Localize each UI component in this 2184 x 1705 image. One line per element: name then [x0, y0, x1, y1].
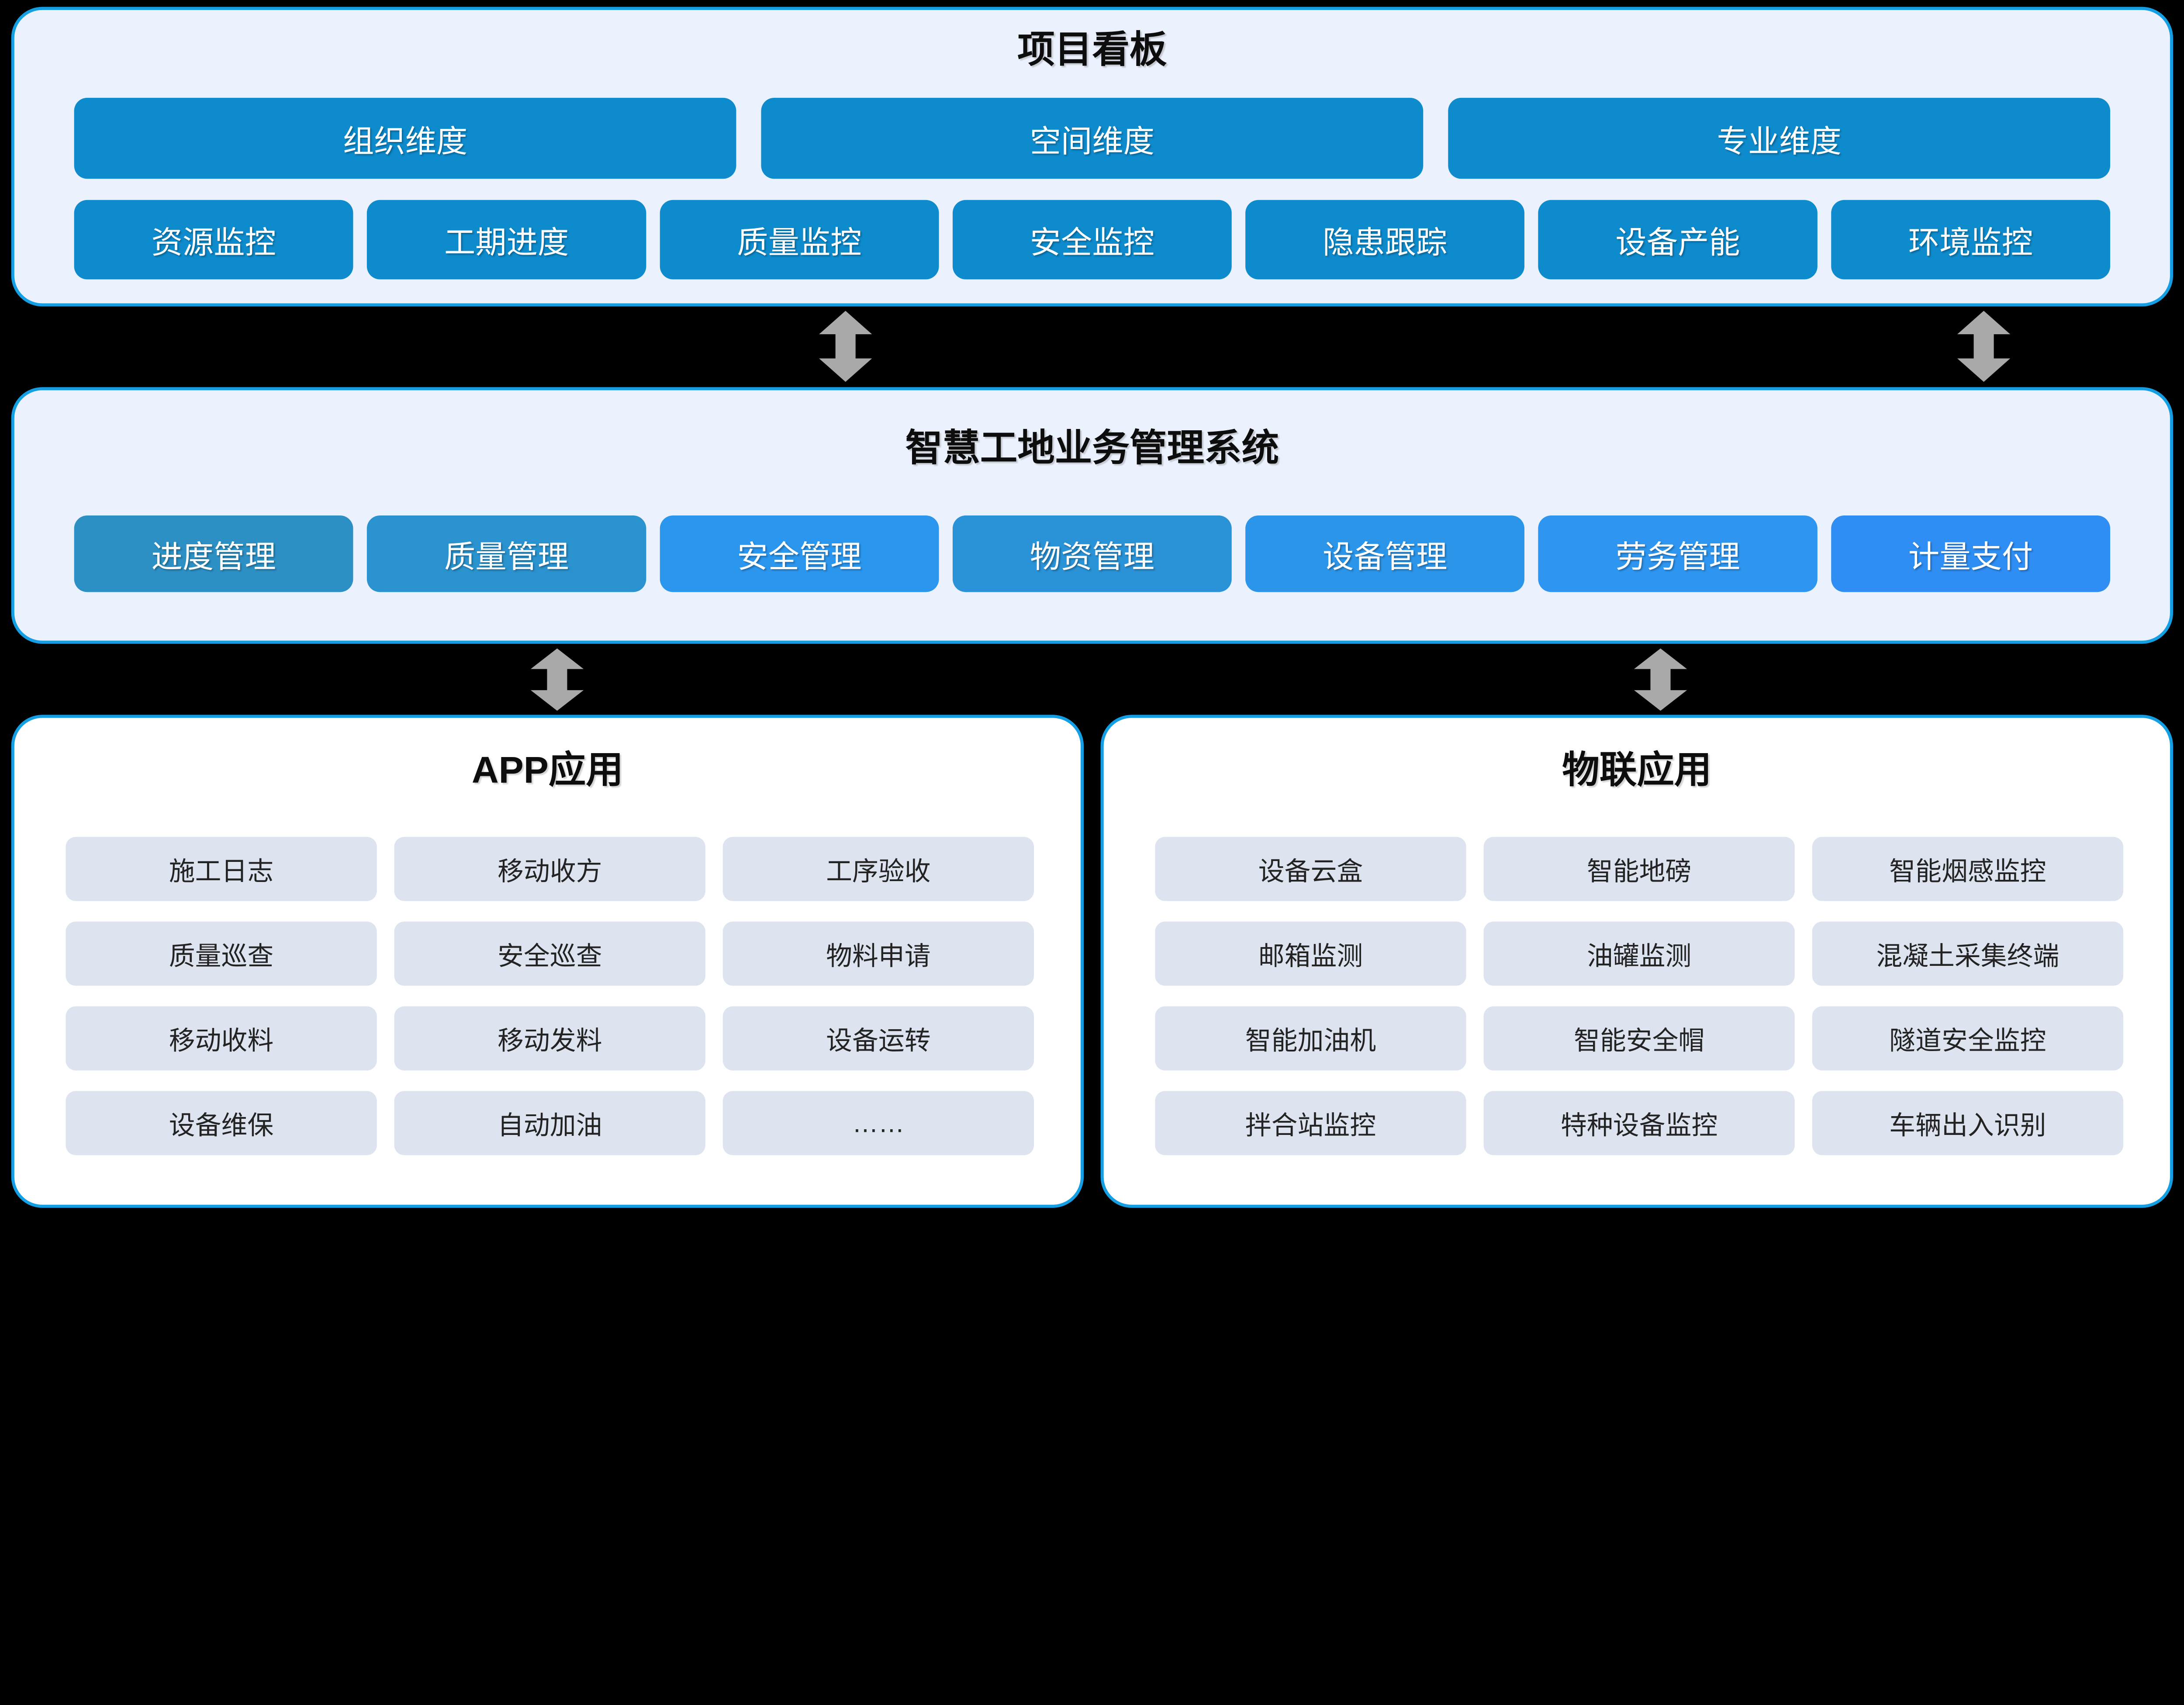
iot-item-button[interactable]: 邮箱监测 — [1155, 921, 1466, 986]
system-module-row: 进度管理质量管理安全管理物资管理设备管理劳务管理计量支付 — [74, 515, 2111, 592]
monitor-button[interactable]: 质量监控 — [660, 200, 939, 280]
dimension-button-row: 组织维度空间维度专业维度 — [74, 97, 2111, 179]
iot-item-button[interactable]: 拌合站监控 — [1155, 1091, 1466, 1155]
app-item-button[interactable]: 物料申请 — [722, 921, 1034, 986]
monitor-button[interactable]: 安全监控 — [952, 200, 1232, 280]
app-item-button[interactable]: 施工日志 — [66, 837, 377, 901]
iot-item-button[interactable]: 智能安全帽 — [1483, 1006, 1795, 1071]
monitor-button[interactable]: 工期进度 — [367, 200, 646, 280]
app-item-button[interactable]: 移动收方 — [394, 837, 705, 901]
app-item-button[interactable]: 设备维保 — [66, 1091, 377, 1155]
dimension-button[interactable]: 专业维度 — [1448, 97, 2111, 179]
app-item-button[interactable]: 移动发料 — [394, 1006, 705, 1071]
system-module-button[interactable]: 进度管理 — [74, 515, 353, 592]
app-item-button[interactable]: 自动加油 — [394, 1091, 705, 1155]
iot-item-button[interactable]: 设备云盒 — [1155, 837, 1466, 901]
dimension-button[interactable]: 空间维度 — [761, 97, 1424, 179]
double-arrow-icon — [1634, 648, 1687, 711]
project-dashboard-panel: 项目看板 组织维度空间维度专业维度 资源监控工期进度质量监控安全监控隐患跟踪设备… — [11, 7, 2174, 307]
iot-applications-grid: 设备云盒智能地磅智能烟感监控邮箱监测油罐监测混凝土采集终端智能加油机智能安全帽隧… — [1155, 837, 2123, 1155]
system-module-button[interactable]: 设备管理 — [1245, 515, 1525, 592]
app-item-button[interactable]: 安全巡查 — [394, 921, 705, 986]
monitor-button-row: 资源监控工期进度质量监控安全监控隐患跟踪设备产能环境监控 — [74, 200, 2111, 280]
smart-site-architecture-diagram: 项目看板 组织维度空间维度专业维度 资源监控工期进度质量监控安全监控隐患跟踪设备… — [11, 7, 2174, 1208]
project-dashboard-title: 项目看板 — [1017, 28, 1167, 71]
monitor-button[interactable]: 资源监控 — [74, 200, 353, 280]
double-arrow-icon — [819, 311, 872, 382]
app-item-button[interactable]: 设备运转 — [722, 1006, 1034, 1071]
app-item-button[interactable]: 工序验收 — [722, 837, 1034, 901]
iot-item-button[interactable]: 油罐监测 — [1483, 921, 1795, 986]
system-module-button[interactable]: 安全管理 — [660, 515, 939, 592]
iot-item-button[interactable]: 智能烟感监控 — [1812, 837, 2123, 901]
iot-applications-panel: 物联应用 设备云盒智能地磅智能烟感监控邮箱监测油罐监测混凝土采集终端智能加油机智… — [1100, 715, 2174, 1208]
dimension-button[interactable]: 组织维度 — [74, 97, 736, 179]
app-applications-title: APP应用 — [471, 749, 623, 791]
app-item-button[interactable]: …… — [722, 1091, 1034, 1155]
business-system-title: 智慧工地业务管理系统 — [905, 427, 1279, 469]
app-item-button[interactable]: 质量巡查 — [66, 921, 377, 986]
iot-item-button[interactable]: 混凝土采集终端 — [1812, 921, 2123, 986]
double-arrow-icon — [1957, 311, 2011, 382]
iot-item-button[interactable]: 智能地磅 — [1483, 837, 1795, 901]
app-applications-panel: APP应用 施工日志移动收方工序验收质量巡查安全巡查物料申请移动收料移动发料设备… — [11, 715, 1084, 1208]
app-applications-grid: 施工日志移动收方工序验收质量巡查安全巡查物料申请移动收料移动发料设备运转设备维保… — [66, 837, 1034, 1155]
double-arrow-icon — [530, 648, 584, 711]
monitor-button[interactable]: 隐患跟踪 — [1245, 200, 1525, 280]
system-module-button[interactable]: 物资管理 — [952, 515, 1232, 592]
iot-applications-title: 物联应用 — [1562, 749, 1712, 791]
system-module-button[interactable]: 质量管理 — [367, 515, 646, 592]
iot-item-button[interactable]: 智能加油机 — [1155, 1006, 1466, 1071]
iot-item-button[interactable]: 隧道安全监控 — [1812, 1006, 2123, 1071]
monitor-button[interactable]: 设备产能 — [1538, 200, 1818, 280]
iot-item-button[interactable]: 特种设备监控 — [1483, 1091, 1795, 1155]
app-item-button[interactable]: 移动收料 — [66, 1006, 377, 1071]
iot-item-button[interactable]: 车辆出入识别 — [1812, 1091, 2123, 1155]
monitor-button[interactable]: 环境监控 — [1831, 200, 2111, 280]
system-module-button[interactable]: 计量支付 — [1831, 515, 2111, 592]
system-module-button[interactable]: 劳务管理 — [1538, 515, 1818, 592]
business-system-panel: 智慧工地业务管理系统 进度管理质量管理安全管理物资管理设备管理劳务管理计量支付 — [11, 387, 2174, 644]
